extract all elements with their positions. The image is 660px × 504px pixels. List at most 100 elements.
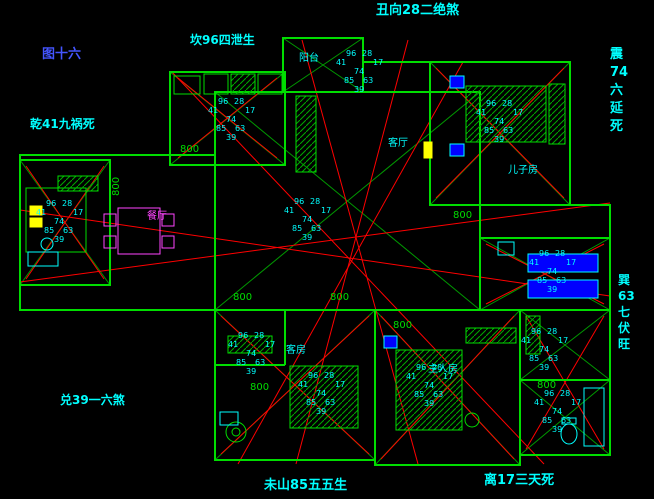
star-number: 41 — [284, 206, 294, 215]
washing-machine-inner — [231, 427, 241, 437]
star-number: 96 — [486, 99, 496, 108]
star-number: 41 — [228, 340, 238, 349]
fengshui-direction-line — [237, 61, 464, 465]
star-number: 28 — [432, 363, 442, 372]
star-number: 17 — [73, 208, 83, 217]
star-number: 41 — [529, 258, 539, 267]
dimension-label: 800 — [111, 177, 122, 196]
xun-label: 旺 — [618, 337, 630, 351]
star-number: 63 — [311, 224, 321, 233]
star-number: 17 — [513, 108, 523, 117]
room-diagonal-line — [282, 37, 364, 93]
star-number: 41 — [406, 372, 416, 381]
zhen-label: 74 — [610, 65, 628, 80]
dining-chair-4 — [161, 235, 175, 249]
star-number: 63 — [235, 124, 245, 133]
star-number: 63 — [363, 76, 373, 85]
living-label: 客厅 — [388, 136, 408, 149]
zhen-label: 延 — [609, 100, 624, 116]
star-number: 28 — [62, 199, 72, 208]
dining-label: 餐厅 — [147, 209, 167, 222]
washing-machine-outer — [225, 421, 247, 443]
dimension-label: 800 — [180, 144, 199, 155]
star-number: 74 — [316, 389, 326, 398]
room-diagonal-line — [214, 91, 481, 311]
star-number: 85 — [542, 416, 552, 425]
star-number: 96 — [544, 389, 554, 398]
star-number: 41 — [534, 398, 544, 407]
star-number: 63 — [255, 358, 265, 367]
star-number: 17 — [245, 106, 255, 115]
star-number: 28 — [502, 99, 512, 108]
star-number: 39 — [302, 233, 312, 242]
dimension-label: 800 — [330, 292, 349, 303]
star-number: 17 — [335, 380, 345, 389]
star-number: 85 — [44, 226, 54, 235]
star-number: 39 — [316, 407, 326, 416]
figure-label: 图十六 — [42, 46, 81, 62]
east-cabinet — [497, 241, 515, 256]
dui-label: 兑39一六煞 — [60, 392, 126, 407]
star-number: 85 — [344, 76, 354, 85]
star-number: 74 — [552, 407, 562, 416]
dining-chair-3 — [161, 213, 175, 227]
star-number: 63 — [325, 398, 335, 407]
star-number: 74 — [226, 115, 236, 124]
star-number: 28 — [254, 331, 264, 340]
wall-outline — [169, 71, 286, 166]
star-number: 74 — [494, 117, 504, 126]
star-number: 63 — [548, 354, 558, 363]
star-number: 28 — [324, 371, 334, 380]
star-number: 39 — [246, 367, 256, 376]
facing-label: 丑向28二绝煞 — [376, 2, 460, 18]
wall-outline — [19, 159, 111, 286]
star-number: 85 — [537, 276, 547, 285]
star-number: 96 — [539, 249, 549, 258]
star-number: 96 — [531, 327, 541, 336]
star-number: 74 — [54, 217, 64, 226]
east-wardrobe-2 — [527, 279, 599, 299]
star-number: 17 — [443, 372, 453, 381]
star-number: 96 — [218, 97, 228, 106]
wei-label: 未山85五五生 — [263, 477, 347, 493]
star-number: 41 — [336, 58, 346, 67]
star-number: 74 — [302, 215, 312, 224]
son-nightstand-top — [449, 75, 465, 89]
dining-chair-2 — [103, 235, 117, 249]
left-wardrobe — [57, 175, 99, 192]
master-stool — [464, 412, 480, 428]
dimension-label: 800 — [233, 292, 252, 303]
window-right-edge — [654, 0, 660, 504]
star-number: 17 — [566, 258, 576, 267]
star-number: 63 — [433, 390, 443, 399]
room-diagonal-line — [519, 309, 611, 381]
xun-label: 七 — [618, 305, 630, 319]
star-number: 41 — [36, 208, 46, 217]
star-number: 63 — [63, 226, 73, 235]
guest-bed — [289, 365, 359, 429]
star-number: 39 — [539, 363, 549, 372]
qian-label: 乾41九祸死 — [30, 116, 95, 131]
star-number: 28 — [560, 389, 570, 398]
guest-sink — [219, 411, 239, 426]
kitchen-stove — [230, 73, 256, 95]
star-number: 41 — [521, 336, 531, 345]
star-number: 41 — [208, 106, 218, 115]
star-number: 96 — [46, 199, 56, 208]
master-room-label: 主人房 — [428, 362, 458, 375]
master-wardrobe — [465, 327, 517, 344]
star-number: 85 — [414, 390, 424, 399]
kitchen-counter-1 — [203, 73, 229, 95]
star-number: 17 — [571, 398, 581, 407]
wall-outline — [519, 309, 611, 456]
dimension-label: 800 — [453, 210, 472, 221]
xun-label: 巽 — [618, 273, 630, 287]
bath-cabinet — [525, 315, 541, 355]
star-number: 39 — [354, 85, 364, 94]
star-number: 17 — [265, 340, 275, 349]
dining-chair-1 — [103, 213, 117, 227]
star-number: 74 — [424, 381, 434, 390]
dimension-label: 800 — [537, 380, 556, 391]
